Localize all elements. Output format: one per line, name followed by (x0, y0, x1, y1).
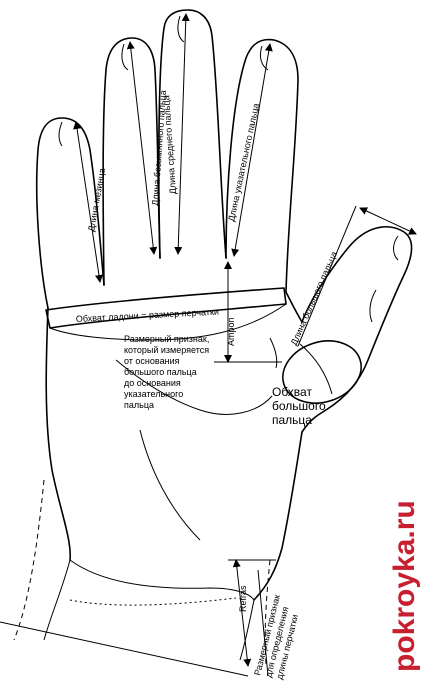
note-line5: до основания (124, 378, 181, 388)
thumb-length-guide (297, 205, 357, 347)
thumb-girth-label-line2: большого (272, 399, 326, 413)
index-finger-measure (231, 43, 273, 257)
note-line3: от основания (124, 356, 180, 366)
hand-outline (13, 9, 413, 665)
wrist-label: Refras (238, 585, 248, 612)
note-line2: который измеряется (124, 345, 209, 355)
index-finger-label: Длина указательного пальца (226, 102, 261, 222)
thumb-length-label: Длина большого пальца (289, 250, 339, 347)
thumb-girth-label-line1: Обхват (272, 385, 312, 399)
note-line4: большого пальца (124, 367, 197, 377)
note-line7: пальца (124, 400, 154, 410)
note-line1: Размерный признак, (124, 334, 209, 344)
measurement-lines (0, 13, 417, 677)
palm-height-label: Ampon (226, 317, 236, 346)
little-finger-measure (73, 121, 103, 283)
palm-girth-back (49, 303, 287, 341)
palm-girth-label: Обхват ладони = размер перчатки (76, 307, 220, 324)
watermark: pokroyka.ru (388, 500, 421, 672)
wrist-measure (232, 559, 252, 667)
ring-finger-measure (126, 41, 158, 255)
thumb-girth-label-line3: пальца (272, 413, 312, 427)
note-line6: указательного (124, 389, 183, 399)
thumb-length-measure (359, 207, 417, 235)
labels: Длина мезинца Длина безымянного пальца Д… (76, 90, 421, 681)
middle-finger-measure (174, 13, 190, 255)
glove-length-baseline (0, 621, 249, 677)
thumb-girth-ellipse (282, 340, 362, 404)
glove-length-measure (257, 569, 269, 677)
middle-finger-label: Длина среднего пальца (161, 95, 178, 194)
